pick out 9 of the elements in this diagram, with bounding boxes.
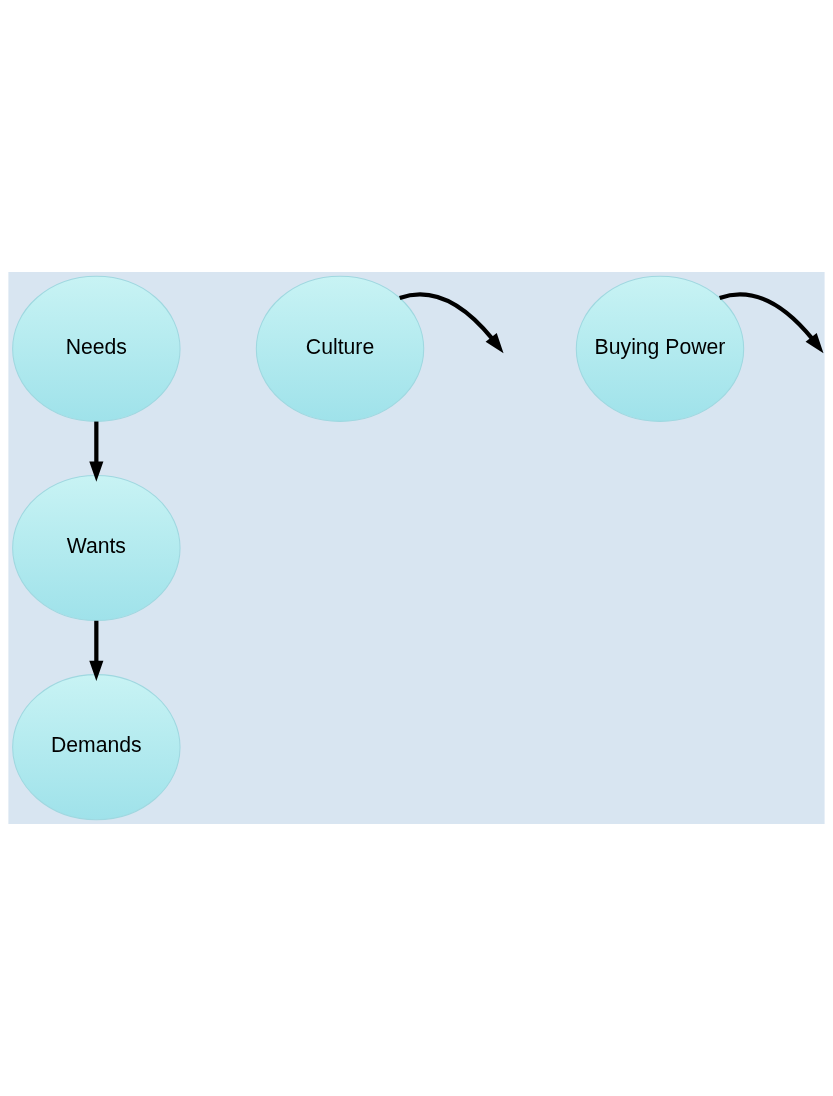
arrow bbox=[399, 292, 504, 354]
node-ellipse: Culture bbox=[255, 275, 425, 422]
node-ellipse: Buying Power bbox=[575, 275, 745, 422]
arrow bbox=[89, 421, 104, 482]
node-ellipse: Demands bbox=[12, 674, 181, 821]
arrow bbox=[89, 620, 104, 681]
node-ellipse: Wants bbox=[12, 474, 181, 622]
arrow bbox=[719, 292, 824, 354]
node-ellipse: Needs bbox=[12, 275, 181, 422]
